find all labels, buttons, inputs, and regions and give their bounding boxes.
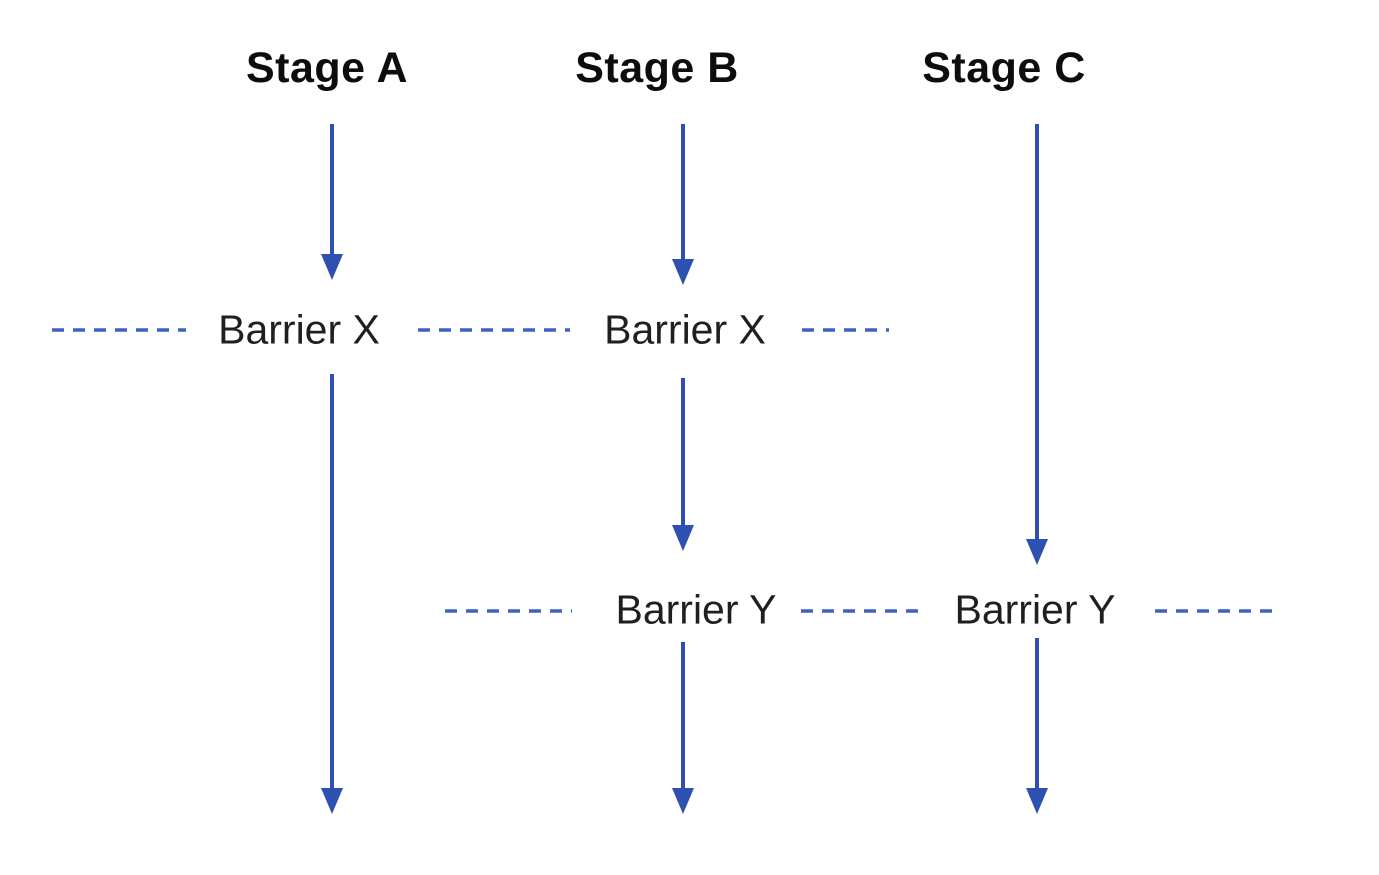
down-arrowhead-icon (1026, 539, 1048, 565)
stage-b-flow-arrow-1 (672, 124, 694, 285)
stage-b-flow-arrow-3 (672, 642, 694, 814)
down-arrowhead-icon (672, 525, 694, 551)
down-arrowhead-icon (321, 788, 343, 814)
down-arrowhead-icon (672, 259, 694, 285)
barrier-x-label-2: Barrier X (604, 306, 766, 353)
stage-b-flow-arrow-2 (672, 378, 694, 551)
stage-a-flow-arrow-1 (321, 124, 343, 280)
stage-b-header: Stage B (575, 44, 739, 92)
down-arrowhead-icon (672, 788, 694, 814)
stage-c-flow-arrow-2 (1026, 638, 1048, 814)
barrier-y-label-1: Barrier Y (615, 586, 777, 633)
stage-c-flow-arrow-1 (1026, 124, 1048, 565)
down-arrowhead-icon (321, 254, 343, 280)
stage-a-header: Stage A (246, 44, 408, 92)
barrier-y-label-2: Barrier Y (954, 586, 1116, 633)
barrier-x-label-1: Barrier X (218, 306, 380, 353)
stage-c-header: Stage C (922, 44, 1086, 92)
down-arrowhead-icon (1026, 788, 1048, 814)
stage-a-flow-arrow-2 (321, 374, 343, 814)
